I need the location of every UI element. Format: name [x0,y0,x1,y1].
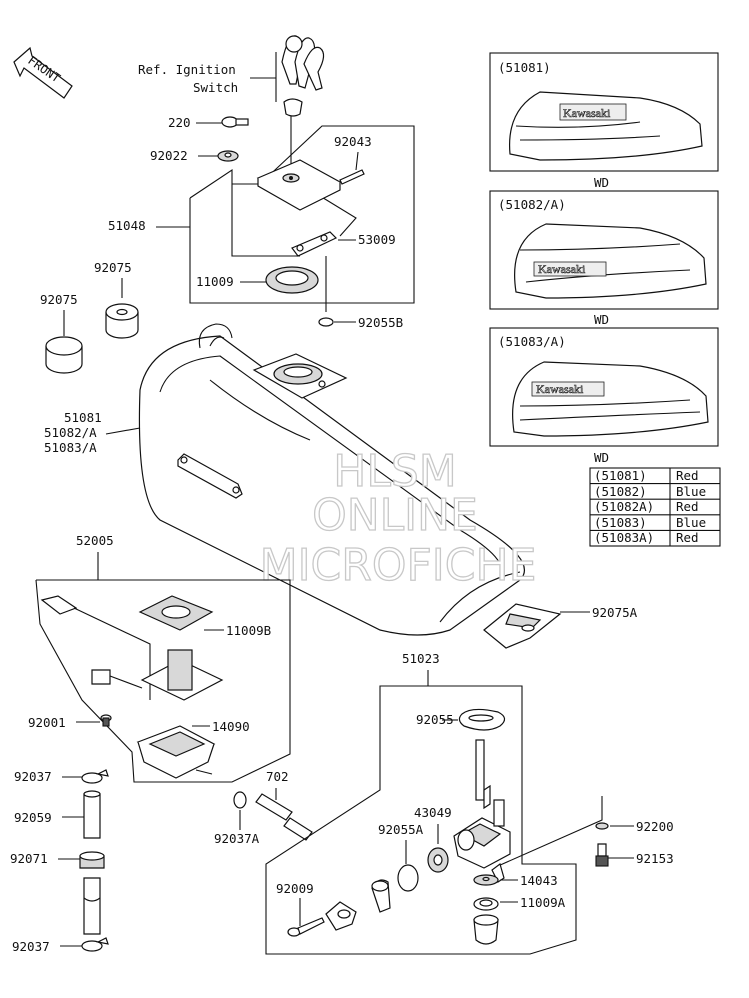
part-11009-label: 11009 [196,274,234,289]
part-92037A-label: 92037A [214,831,260,846]
oring-92055B [318,317,334,327]
part-92022-label: 92022 [150,148,188,163]
part-14090-label: 14090 [212,719,250,734]
ref-ignition-line1: Ref. Ignition [138,62,236,77]
screw-92009 [287,917,325,937]
part-92075A-label: 92075A [592,605,638,620]
part-53009-label: 53009 [358,232,396,247]
cap-plate [256,159,342,211]
part-92037a-label: 92037 [14,769,52,784]
part-11009B-label: 11009B [226,623,271,638]
part-220-label: 220 [168,115,191,130]
color-table-color-5: Red [676,530,699,545]
part-92009-label: 92009 [276,881,314,896]
clamp-92037A [233,791,247,809]
hose-92059 [83,790,101,839]
part-51082A-label: 51082/A [44,425,97,440]
part-92055B-label: 92055B [358,315,403,330]
color-table-color-1: Red [676,468,699,483]
part-92055-label: 92055 [416,712,454,727]
bolt-92153 [595,843,609,867]
inset-51081-brand: Kawasaki [563,106,611,120]
seal-14043 [473,874,499,886]
inset-51081-label: (51081) [498,60,551,75]
watermark-line1: HLSM [333,446,457,497]
part-702-label: 702 [266,769,289,784]
gasket-11009A [473,897,499,911]
color-table-part-4: (51083) [594,515,647,530]
color-table-part-1: (51081) [594,468,647,483]
sediment-bowl [473,914,499,945]
screw-220 [221,116,249,128]
gasket-92055 [458,708,506,731]
color-table-color-2: Blue [676,484,706,499]
color-table-color-3: Red [676,499,699,514]
rubber-92075a [105,303,139,339]
watermark-line2: ONLINE [312,490,478,541]
screw-92001 [100,714,112,727]
ref-ignition-line2: Switch [193,80,238,95]
color-table-color-4: Blue [676,515,706,530]
washer-92200 [595,822,609,830]
inset-51083A: (51083/A) Kawasaki WD [489,327,719,465]
part-11009A-label: 11009A [520,895,566,910]
inset-51082A: (51082/A) Kawasaki WD [489,190,719,327]
part-92071-label: 92071 [10,851,48,866]
inset-51082A-label: (51082/A) [498,197,566,212]
fuel-tank [138,323,525,636]
part-51081-label: 51081 [64,410,102,425]
pin-92043 [339,169,365,185]
inset-51083A-wd: WD [594,450,609,465]
part-14043-label: 14043 [520,873,558,888]
clamp-92037a [81,769,109,784]
part-92055A-label: 92055A [378,822,424,837]
fitting-92071 [79,851,105,869]
oring-92055A [397,864,419,892]
filter-14090 [136,725,216,779]
sender-unit [91,649,224,701]
part-92075b-label: 92075 [40,292,78,307]
part-92001-label: 92001 [28,715,66,730]
plate-bracket [325,901,357,931]
color-table-part-5: (51083A) [594,530,654,545]
inset-51082A-wd: WD [594,312,609,327]
watermark-line3: MICROFICHE [260,540,537,591]
hinge-53009 [291,231,338,257]
color-table-part-2: (51082) [594,484,647,499]
part-51083A-label: 51083/A [44,440,97,455]
color-table: (51081) Red (51082) Blue (51082A) Red (5… [589,467,721,547]
inset-51082A-brand: Kawasaki [538,262,586,276]
inset-51083A-brand: Kawasaki [536,382,584,396]
part-52005-label: 52005 [76,533,114,548]
clamp-92037b [81,937,109,952]
hose-702 [255,793,313,841]
inset-51083A-label: (51083/A) [498,334,566,349]
part-92200-label: 92200 [636,819,674,834]
part-92043-label: 92043 [334,134,372,149]
part-92075a-label: 92075 [94,260,132,275]
rubber-92075A [483,603,562,649]
inset-51081-wd: WD [594,175,609,190]
hose-lower [83,877,101,935]
ignition-keys-icon [281,35,325,91]
gasket-11009B [138,595,214,631]
color-table-part-3: (51082A) [594,499,654,514]
key-cylinder [283,98,303,117]
inset-51081: (51081) Kawasaki WD [489,52,719,190]
part-51023-label: 51023 [402,651,440,666]
lever-knob [371,879,391,913]
part-92037b-label: 92037 [12,939,50,954]
fuel-cock-body [453,739,511,883]
part-51048-label: 51048 [108,218,146,233]
rubber-92075b [45,336,83,374]
part-43049-label: 43049 [414,805,452,820]
part-92153-label: 92153 [636,851,674,866]
front-arrow-icon: FRONT [13,46,73,99]
diaphragm-43049 [427,847,449,873]
part-92059-label: 92059 [14,810,52,825]
